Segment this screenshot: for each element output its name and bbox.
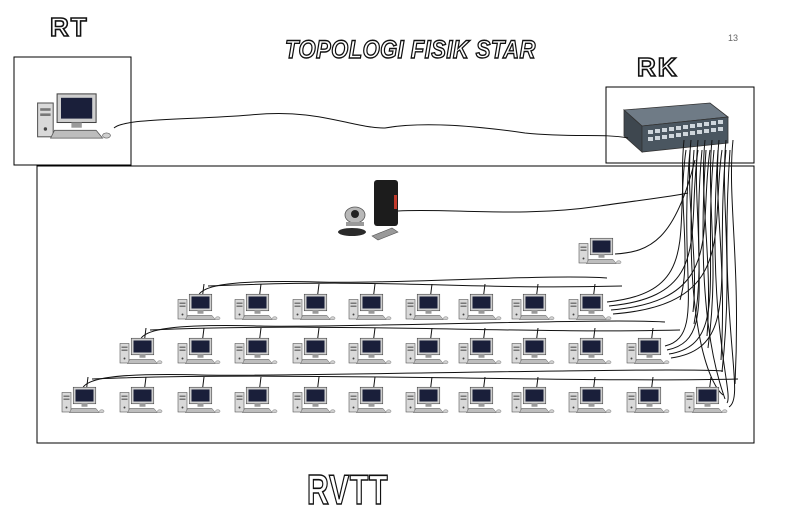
row3-uplink-3	[714, 149, 729, 404]
workstation-r1-4-icon	[348, 293, 392, 321]
workstation-r3-5-icon	[292, 386, 336, 414]
rt-uplink-cable	[113, 113, 629, 139]
row1-trunk-b	[207, 282, 623, 288]
switch-bundle-2	[689, 139, 695, 313]
workstation-group	[61, 237, 728, 414]
workstation-standalone-icon	[578, 237, 622, 265]
workstation-r2-6-icon	[405, 337, 449, 365]
row1-uplink-1	[606, 149, 687, 303]
workstation-r1-6-icon	[458, 293, 502, 321]
workstation-r3-11-icon	[626, 386, 670, 414]
cable-group	[81, 113, 739, 408]
row3-trunk-a	[81, 369, 724, 392]
rt-room-box	[13, 56, 132, 166]
video-uplink-cable	[397, 192, 689, 213]
workstation-r3-3-icon	[177, 386, 221, 414]
rk-room-box	[605, 86, 755, 164]
rvtt-label: RVTT	[306, 465, 389, 514]
switch-bundle-3	[693, 139, 700, 325]
rt-label: RT	[49, 11, 89, 43]
row3-uplink-4	[726, 149, 736, 408]
page-number: 13	[728, 33, 739, 43]
row3-trunk-b	[91, 375, 739, 381]
row2-uplink-2	[666, 149, 703, 351]
row1-uplink-2	[608, 149, 699, 307]
row2-uplink-4	[670, 149, 727, 359]
switch-bundle-1	[679, 139, 686, 301]
workstation-r1-8-icon	[568, 293, 612, 321]
workstation-r3-1-icon	[61, 386, 105, 414]
workstation-r3-10-icon	[568, 386, 612, 414]
workstation-r2-8-icon	[511, 337, 555, 365]
workstation-r2-7-icon	[458, 337, 502, 365]
workstation-r3-6-icon	[348, 386, 392, 414]
switch-bundle-8	[730, 139, 738, 385]
workstation-r3-12-icon	[684, 386, 728, 414]
workstation-r2-10-icon	[626, 337, 670, 365]
workstation-r2-2-icon	[177, 337, 221, 365]
workstation-r1-7-icon	[511, 293, 555, 321]
switch-bundle-4	[702, 139, 710, 337]
workstation-r1-5-icon	[405, 293, 449, 321]
workstation-r2-4-icon	[292, 337, 336, 365]
workstation-r3-2-icon	[119, 386, 163, 414]
rvtt-room-box	[36, 165, 755, 444]
workstation-r2-5-icon	[348, 337, 392, 365]
workstation-r2-3-icon	[234, 337, 278, 365]
workstation-r1-3-icon	[292, 293, 336, 321]
video-conference-unit-icon	[338, 180, 399, 241]
diagram-title: TOPOLOGI FISIK STAR	[284, 35, 536, 64]
switch-bundle-6	[716, 139, 724, 361]
switch-bundle-7	[721, 139, 728, 373]
workstation-r1-2-icon	[234, 293, 278, 321]
rk-label: RK	[636, 51, 679, 83]
workstation-r2-1-icon	[119, 337, 163, 365]
rt-computer-icon	[36, 93, 112, 139]
workstation-r3-7-icon	[405, 386, 449, 414]
workstation-r3-9-icon	[511, 386, 555, 414]
workstation-r1-1-icon	[177, 293, 221, 321]
row2-uplink-1	[664, 149, 691, 347]
workstation-r2-9-icon	[568, 337, 612, 365]
network-switch-icon	[623, 102, 730, 153]
row1-uplink-4	[612, 149, 723, 315]
row2-trunk-b	[149, 326, 681, 332]
workstation-r3-8-icon	[458, 386, 502, 414]
workstation-r3-4-icon	[234, 386, 278, 414]
switch-bundle-5	[707, 139, 714, 349]
